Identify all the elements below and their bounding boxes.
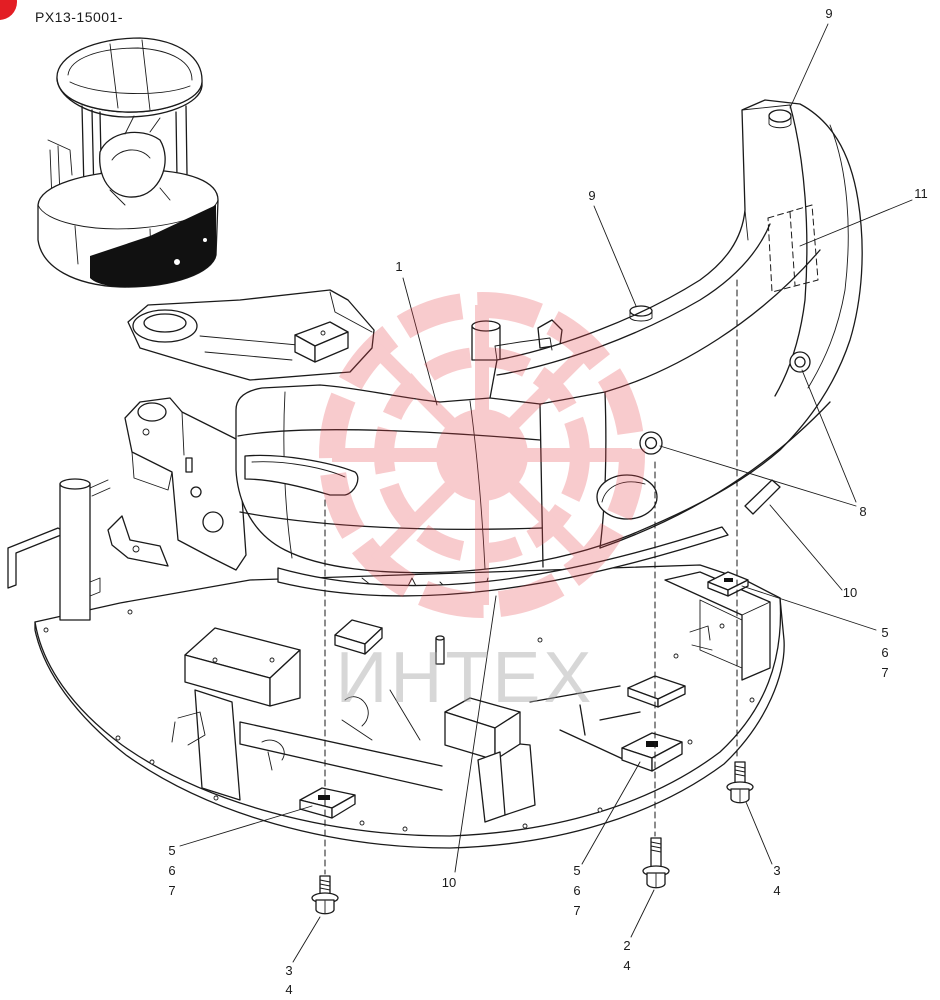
counterweight-handle-slot <box>244 454 359 496</box>
callout-label: 4 <box>623 958 630 973</box>
frame-upper-left <box>7 289 563 621</box>
leader-lines <box>179 23 913 963</box>
frame-bracket-left <box>184 627 301 707</box>
callout-label: 5 <box>881 625 888 640</box>
lever-bracket <box>7 527 67 589</box>
mount-pad <box>621 732 683 772</box>
hidden-part-outline <box>767 204 819 293</box>
callout-label: 7 <box>573 903 580 918</box>
frame-bracket-right <box>627 675 686 708</box>
inset-counterweight-band <box>90 205 216 288</box>
bolt <box>311 875 339 915</box>
callout-label: 4 <box>773 883 780 898</box>
callout-label: 2 <box>623 938 630 953</box>
callout-label: 3 <box>285 963 292 978</box>
rubber-strip-front <box>277 526 729 597</box>
canopy-roof <box>56 37 203 113</box>
callout-label: 6 <box>168 863 175 878</box>
frame-holes <box>43 609 765 832</box>
document-code: PX13-15001- <box>35 9 123 25</box>
watermark-logo <box>319 292 645 618</box>
upper-frame-block <box>294 321 349 363</box>
counterweight <box>235 99 863 589</box>
inset-bolt-hole <box>173 258 181 266</box>
callout-label: 4 <box>285 982 292 997</box>
callout-label: 1 <box>395 259 402 274</box>
watermark-text: ИНТЕХ <box>336 638 595 718</box>
frame-pin <box>435 635 445 665</box>
frame-bracket-mid <box>334 619 383 655</box>
small-bracket <box>107 515 169 567</box>
callout-labels: 9 9 11 1 8 10 5 6 7 5 6 7 10 5 6 7 3 4 2… <box>168 6 927 997</box>
inset-excavator-illustration <box>37 37 219 288</box>
callout-label: 5 <box>168 843 175 858</box>
mount-pad <box>707 571 749 597</box>
inset-bolt-hole <box>203 238 207 242</box>
callout-label: 5 <box>573 863 580 878</box>
rubber-strip-side <box>744 479 781 515</box>
counterweight-lifting-hole <box>596 474 658 520</box>
bolt <box>726 761 754 804</box>
frame-center-block <box>444 697 536 823</box>
callout-label: 8 <box>859 504 866 519</box>
bolt <box>642 837 670 889</box>
callout-label: 11 <box>914 186 928 201</box>
callout-label: 7 <box>168 883 175 898</box>
inset-seat <box>99 131 166 198</box>
corner-mark <box>0 0 17 20</box>
callout-label: 6 <box>881 645 888 660</box>
callout-label: 10 <box>843 585 857 600</box>
cylinder-left <box>59 478 111 621</box>
mount-pad <box>299 787 356 819</box>
callout-label: 6 <box>573 883 580 898</box>
frame-wall-left <box>194 689 241 801</box>
callout-label: 3 <box>773 863 780 878</box>
rear-bracket <box>537 319 563 349</box>
callout-label: 9 <box>825 6 832 21</box>
callout-label: 10 <box>442 875 456 890</box>
upper-frame-base <box>34 564 785 849</box>
callout-label: 7 <box>881 665 888 680</box>
assembly-center-lines <box>324 279 738 875</box>
cylinder-center <box>471 320 501 361</box>
callout-label: 9 <box>588 188 595 203</box>
